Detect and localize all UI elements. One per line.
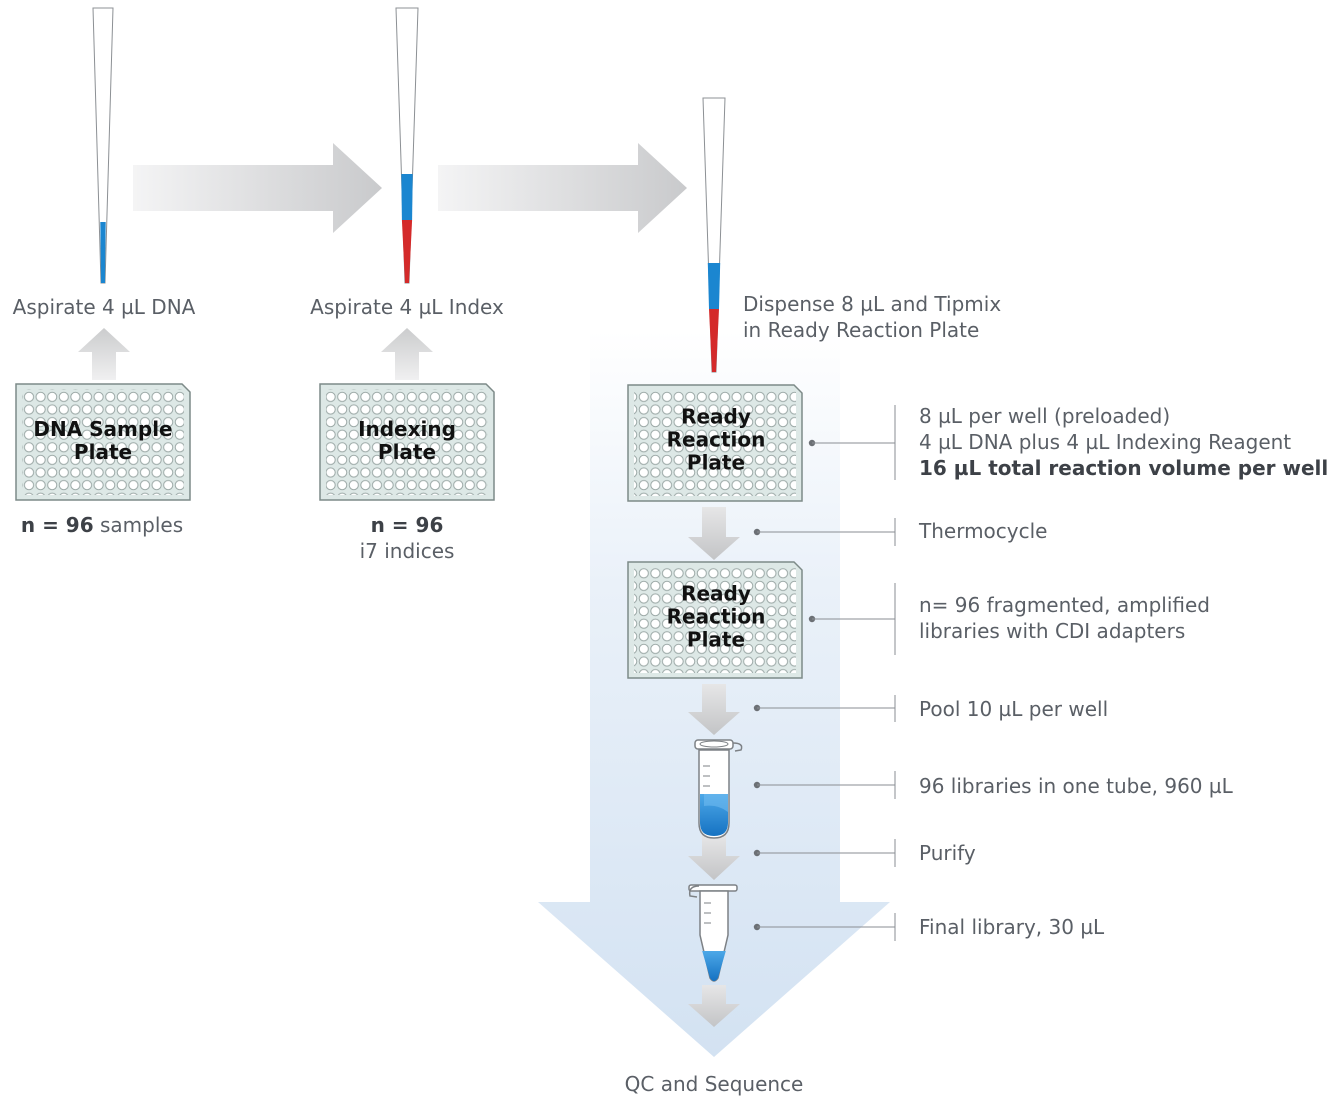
sample-count-value: n = 96 [20,513,94,537]
connector-plate2 [808,583,896,655]
pipette-tip-index-icon [395,7,419,284]
index-count: n = 96 i7 indices [360,512,455,564]
annotation-line-bold: 16 µL total reaction volume per well [919,456,1328,480]
annotation-final: Final library, 30 µL [919,915,1105,939]
dna-sample-plate [15,383,191,501]
annotation-line: 4 µL DNA plus 4 µL Indexing Reagent [919,430,1292,454]
down-arrow-final [688,985,740,1027]
dna-sample-plate-label: DNA Sample Plate [33,418,172,464]
plate-label-line: Plate [73,440,133,464]
plate-label-line: Plate [377,440,437,464]
dispense-line: in Ready Reaction Plate [743,318,980,342]
annotation-line: 8 µL per well (preloaded) [919,404,1171,428]
dispense-line: Dispense 8 µL and Tipmix [743,292,1002,316]
tube-final-icon [688,884,738,982]
dna-sample-count: n = 96 samples [21,512,183,538]
connector-plate1 [808,405,896,480]
indexing-plate [319,383,495,501]
ready-reaction-plate-2-label: Ready Reaction Plate [666,581,766,652]
dispense-label: Dispense 8 µL and Tipmix in Ready Reacti… [743,291,1001,343]
connector-final [753,913,896,941]
annotation-pool: Pool 10 µL per well [919,697,1109,721]
ready-reaction-plate-1-label: Ready Reaction Plate [666,404,766,475]
down-arrow-purify [688,835,740,880]
down-arrow-pool [688,684,740,735]
annotation-line: libraries with CDI adapters [919,619,1186,643]
annotation-purify: Purify [919,841,976,865]
plate-label-line: Plate [686,450,746,475]
index-count-unit: i7 indices [359,539,455,563]
horizontal-arrow-1 [133,143,382,233]
aspirate-index-label: Aspirate 4 µL Index [310,295,504,319]
ready-reaction-plate-1 [627,384,803,502]
plate-label-line: Ready [681,581,751,606]
connector-pool [753,695,896,722]
up-arrow-index [381,328,433,380]
connector-tube1 [753,771,896,799]
connector-purify [753,839,896,867]
horizontal-arrow-2 [438,143,687,233]
pipette-tip-dispense-icon [702,97,726,373]
annotation-tube1: 96 libraries in one tube, 960 µL [919,774,1233,798]
ready-reaction-plate-2 [627,561,803,679]
down-arrow-thermocycle [688,507,740,560]
aspirate-dna-label: Aspirate 4 µL DNA [12,295,196,319]
plate-label-line: Reaction [666,427,766,452]
plate-label-line: Plate [686,627,746,652]
plate-label-line: DNA Sample [33,417,173,441]
tube-pooled-icon [694,739,743,839]
annotation-plate2: n= 96 fragmented, amplified libraries wi… [919,592,1210,644]
pipette-tip-dna-icon [92,7,114,284]
footer-qc-sequence: QC and Sequence [624,1072,804,1096]
indexing-plate-label: Indexing Plate [358,418,456,464]
annotation-plate1: 8 µL per well (preloaded) 4 µL DNA plus … [919,403,1328,481]
sample-count-unit: samples [93,513,184,537]
annotation-line: n= 96 fragmented, amplified [919,593,1210,617]
index-count-value: n = 96 [370,513,444,537]
connector-thermocycle [753,518,896,546]
annotation-thermocycle: Thermocycle [919,519,1048,543]
connectors [753,405,896,941]
plate-label-line: Indexing [358,417,456,441]
up-arrow-dna [78,328,130,380]
plate-label-line: Ready [681,404,751,429]
plate-label-line: Reaction [666,604,766,629]
